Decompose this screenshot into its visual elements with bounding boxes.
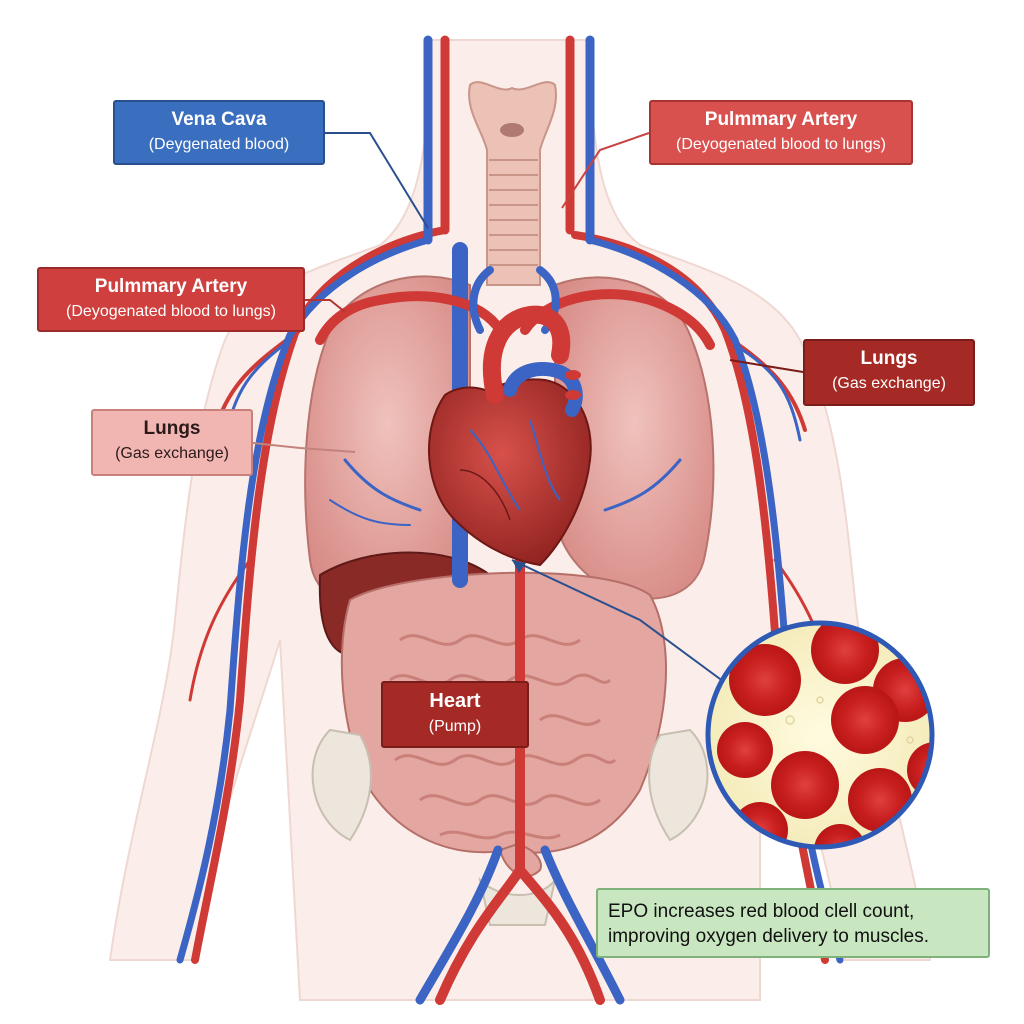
label-title: Heart xyxy=(429,690,481,712)
pelvis xyxy=(311,728,709,926)
epo-note-line-2: improving oxygen delivery to muscles. xyxy=(608,925,930,947)
epo-note: EPO increases red blood clell count, imp… xyxy=(596,888,990,958)
label-title: Pulmmary Artery xyxy=(704,109,858,130)
label-subtitle: (Deyogenated blood to lungs) xyxy=(66,302,276,320)
label-title: Lungs xyxy=(860,348,918,369)
trachea xyxy=(468,81,557,286)
label-lungs-right: Lungs (Gas exchange) xyxy=(803,339,975,406)
blood-cell-magnifier xyxy=(705,620,935,850)
label-title: Lungs xyxy=(143,418,201,439)
label-subtitle: (Pump) xyxy=(428,718,482,735)
label-pulmonary-artery-top: Pulmmary Artery (Deyogenated blood to lu… xyxy=(649,100,913,165)
label-subtitle: (Deyogenated blood to lungs) xyxy=(676,135,886,153)
label-heart: Heart (Pump) xyxy=(381,681,529,748)
label-vena-cava: Vena Cava (Deygenated blood) xyxy=(113,100,325,165)
label-title: Pulmmary Artery xyxy=(94,276,248,297)
label-lungs-left: Lungs (Gas exchange) xyxy=(91,409,253,476)
label-subtitle: (Deygenated blood) xyxy=(148,135,290,153)
label-subtitle: (Gas exchange) xyxy=(832,374,946,392)
leader-lines xyxy=(252,132,804,691)
label-title: Vena Cava xyxy=(171,109,267,130)
leader-arrow-head xyxy=(512,560,526,573)
epo-note-line-1: EPO increases red blood clell count, xyxy=(608,901,915,922)
label-pulmonary-artery-left: Pulmmary Artery (Deyogenated blood to lu… xyxy=(37,267,305,332)
heart xyxy=(428,305,592,567)
label-subtitle: (Gas exchange) xyxy=(115,444,229,462)
